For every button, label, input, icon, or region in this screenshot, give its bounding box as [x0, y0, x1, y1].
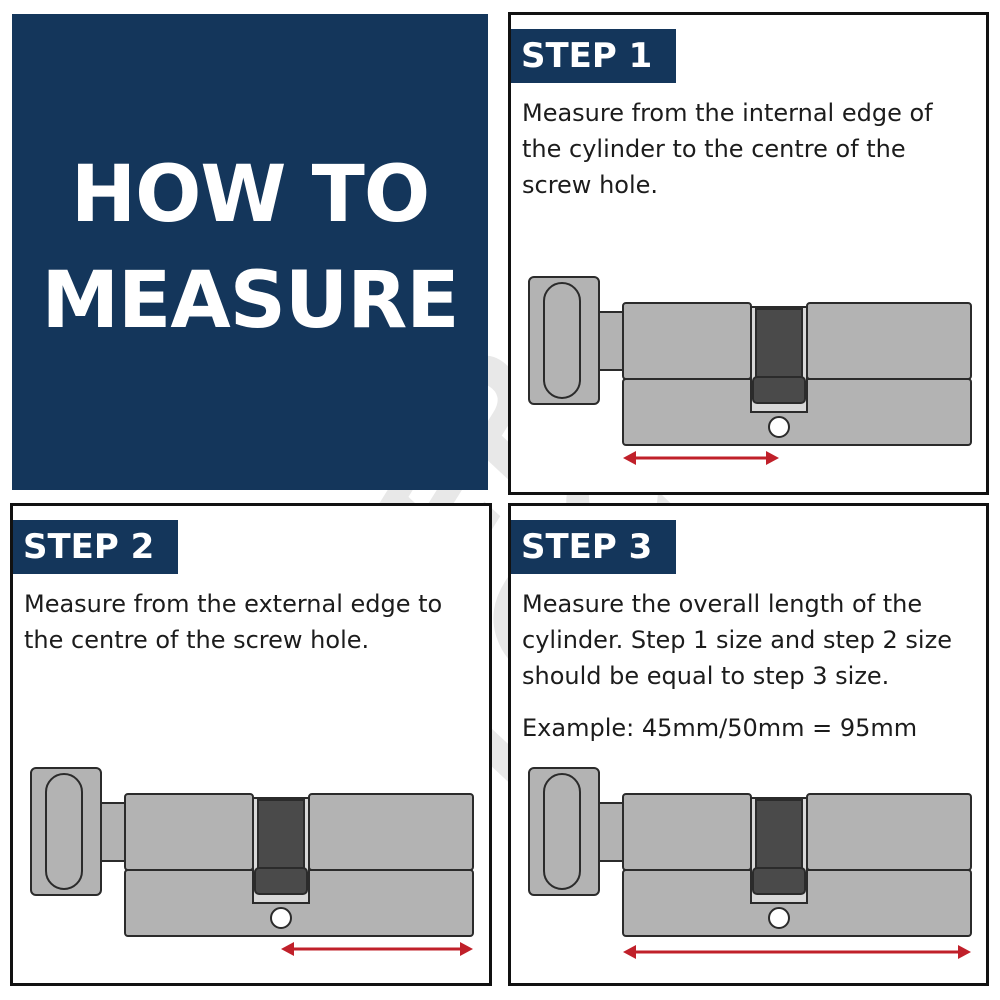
measure-arrow [281, 942, 473, 956]
step-1-cylinder-diagram [528, 276, 972, 465]
step-3-example: Example: 45mm/50mm = 95mm [522, 714, 918, 742]
step-3-cylinder-diagram [528, 767, 972, 959]
thumb-turn [528, 276, 624, 405]
cam [752, 799, 806, 895]
step-1-description: Measure from the internal edge of the cy… [522, 99, 933, 199]
step-1-label: STEP 1 [511, 29, 677, 83]
measure-arrow [623, 451, 779, 465]
hero-banner: HOW TO MEASURE [12, 14, 488, 490]
screw-hole [768, 416, 790, 438]
cylinder-body [124, 793, 474, 937]
step-2-cylinder-diagram [30, 767, 474, 956]
cam [752, 308, 806, 404]
step-2-description: Measure from the external edge to the ce… [24, 590, 443, 654]
cam [254, 799, 308, 895]
screw-hole [270, 907, 292, 929]
screw-hole [768, 907, 790, 929]
step-1-panel: STEP 1 Measure from the internal edge of… [508, 12, 989, 495]
hero-title: HOW TO MEASURE [41, 150, 459, 346]
step-2-label: STEP 2 [13, 520, 179, 574]
measure-arrow [623, 945, 971, 959]
step-2-panel: STEP 2 Measure from the external edge to… [10, 503, 492, 986]
thumb-turn [30, 767, 126, 896]
step-3-panel: STEP 3 Measure the overall length of the… [508, 503, 989, 986]
thumb-turn [528, 767, 624, 896]
step-3-label: STEP 3 [511, 520, 677, 574]
step-3-description: Measure the overall length of the cylind… [522, 590, 952, 690]
